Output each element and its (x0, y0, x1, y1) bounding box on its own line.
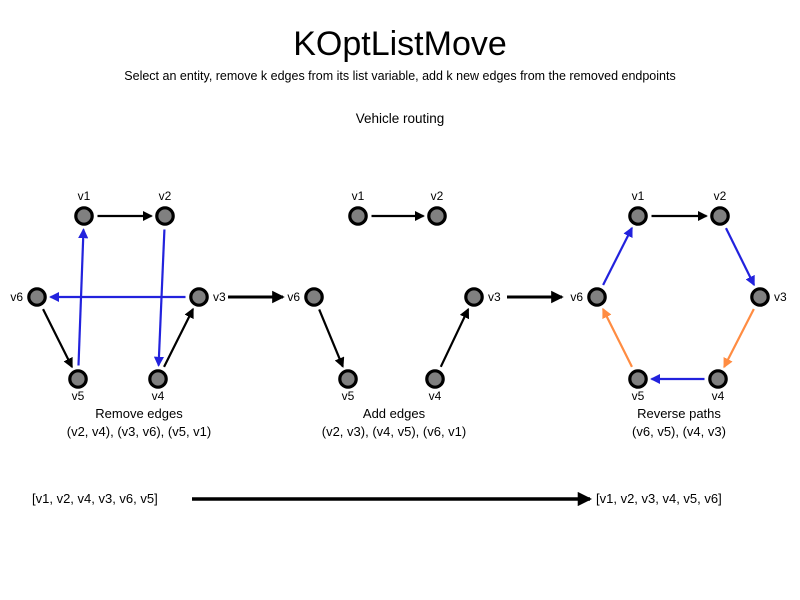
nodes-layer (27, 206, 770, 389)
list-after: [v1, v2, v3, v4, v5, v6] (596, 491, 722, 506)
panel-reverse-node-label-v5: v5 (632, 389, 645, 403)
panel-add-node-label-v5: v5 (342, 389, 355, 403)
panel-add-caption-detail: (v2, v3), (v4, v5), (v6, v1) (322, 424, 466, 439)
edges-layer (42, 210, 756, 385)
panel-reverse-caption-title: Reverse paths (637, 406, 721, 421)
list-before: [v1, v2, v4, v3, v6, v5] (32, 491, 158, 506)
panel-reverse-edge-v2-v3 (724, 227, 756, 287)
panel-reverse-node-label-v4: v4 (712, 389, 725, 403)
panel-add-node-v6[interactable] (304, 287, 324, 307)
section-label: Vehicle routing (355, 111, 445, 126)
panel-reverse-node-v3[interactable] (750, 287, 770, 307)
panel-add-node-v1[interactable] (348, 206, 368, 226)
panel-add-node-v5[interactable] (338, 369, 358, 389)
panel-remove-node-label-v4: v4 (152, 389, 165, 403)
panel-remove-node-v5[interactable] (68, 369, 88, 389)
panel-remove-edge-v5-v1 (77, 228, 89, 366)
panel-remove-caption-detail: (v2, v4), (v3, v6), (v5, v1) (67, 424, 211, 439)
panel-remove-node-v1[interactable] (74, 206, 94, 226)
panel-remove-edge-v4-v3 (163, 307, 194, 368)
panel-remove-node-label-v5: v5 (72, 389, 85, 403)
panel-add-edge-v6-v5 (318, 309, 345, 368)
panel-reverse-edge-v6-v1 (602, 226, 633, 286)
panel-reverse-node-label-v2: v2 (714, 189, 727, 203)
labels-layer: v1 v2 v3 v4 v5 v6 v1 v2 v3 v4 v5 v6 v1 v2 v3 v4 v5 v6 (10, 189, 787, 403)
panel-reverse-node-v5[interactable] (628, 369, 648, 389)
panel-reverse-edge-v5-v6 (602, 307, 633, 368)
panel-add-node-v4[interactable] (425, 369, 445, 389)
panel-remove-edge-v6-v5 (42, 308, 73, 369)
captions-layer: Remove edges (v2, v4), (v3, v6), (v5, v1)… (67, 406, 726, 439)
panel-add-node-label-v1: v1 (352, 189, 365, 203)
panel-reverse-node-v6[interactable] (587, 287, 607, 307)
list-transform-row: [v1, v2, v4, v3, v6, v5] [v1, v2, v3, v4,… (32, 491, 722, 507)
panel-add-caption-title: Add edges (363, 406, 426, 421)
panel-reverse-node-label-v6: v6 (570, 290, 583, 304)
panel-add-node-v3[interactable] (464, 287, 484, 307)
panel-reverse-node-label-v1: v1 (632, 189, 645, 203)
panel-remove-node-label-v3: v3 (213, 290, 226, 304)
panel-remove-node-label-v2: v2 (159, 189, 172, 203)
panel-remove-node-label-v6: v6 (10, 290, 23, 304)
page-title: KOptListMove (293, 25, 507, 63)
panel-add-node-v2[interactable] (427, 206, 447, 226)
panel-remove-node-v2[interactable] (155, 206, 175, 226)
page-subtitle: Select an entity, remove k edges from it… (124, 69, 676, 83)
panel-add-node-label-v2: v2 (431, 189, 444, 203)
panel-add-node-label-v4: v4 (429, 389, 442, 403)
panel-remove-caption-title: Remove edges (95, 406, 183, 421)
panel-reverse-edge-v3-v4 (723, 308, 755, 369)
panel-remove-node-v6[interactable] (27, 287, 47, 307)
panel-reverse-node-v2[interactable] (710, 206, 730, 226)
panel-add-edge-v4-v3 (439, 307, 470, 368)
panel-remove-node-label-v1: v1 (78, 189, 91, 203)
panel-remove-node-v3[interactable] (189, 287, 209, 307)
panel-add-node-label-v6: v6 (287, 290, 300, 304)
panel-reverse-node-label-v3: v3 (774, 290, 787, 304)
panel-reverse-caption-detail: (v6, v5), (v4, v3) (632, 424, 726, 439)
panel-remove-node-v4[interactable] (148, 369, 168, 389)
panel-reverse-node-v1[interactable] (628, 206, 648, 226)
panel-add-node-label-v3: v3 (488, 290, 501, 304)
panel-reverse-node-v4[interactable] (708, 369, 728, 389)
